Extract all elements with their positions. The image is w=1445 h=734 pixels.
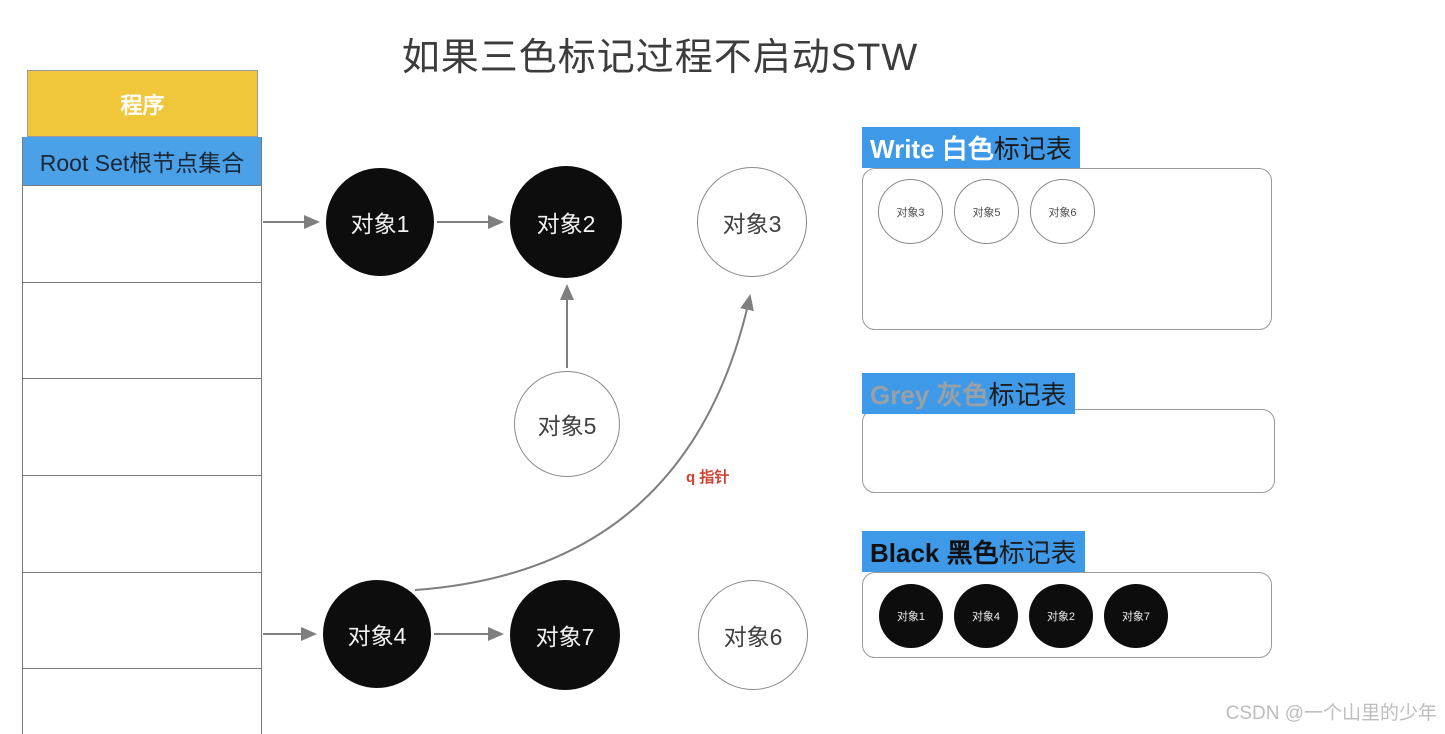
program-table: Root Set根节点集合 — [22, 137, 262, 734]
black-mark-table-label-suffix: 标记表 — [998, 538, 1077, 568]
black-mark-item-obj2: 对象2 — [1029, 584, 1093, 648]
table-row — [23, 668, 261, 734]
white-mark-table-label: Write 白色标记表 — [862, 127, 1080, 168]
black-mark-item-obj7: 对象7 — [1104, 584, 1168, 648]
csdn-watermark: CSDN @一个山里的少年 — [1225, 703, 1437, 724]
grey-mark-table-label-colored: Grey 灰色 — [870, 380, 989, 410]
graph-node-obj7: 对象7 — [510, 580, 620, 690]
table-row — [23, 475, 261, 572]
white-mark-table-label-colored: Write 白色 — [870, 134, 994, 164]
graph-node-obj3: 对象3 — [697, 167, 807, 277]
table-row — [23, 572, 261, 668]
graph-node-obj2: 对象2 — [510, 166, 622, 278]
grey-mark-table-label: Grey 灰色标记表 — [862, 373, 1075, 414]
page-title: 如果三色标记过程不启动STW — [401, 37, 919, 79]
black-mark-table-box: 对象1 对象4 对象2 对象7 — [862, 572, 1272, 658]
graph-node-obj5: 对象5 — [514, 371, 620, 477]
program-table-header: 程序 — [27, 70, 258, 137]
graph-node-obj6: 对象6 — [698, 580, 808, 690]
white-mark-table-label-suffix: 标记表 — [993, 134, 1072, 164]
graph-node-obj4: 对象4 — [323, 580, 431, 688]
root-set-row: Root Set根节点集合 — [23, 137, 261, 185]
black-mark-item-obj1: 对象1 — [879, 584, 943, 648]
black-mark-table-label-colored: Black 黑色 — [870, 538, 999, 568]
q-pointer-label: q 指针 — [686, 469, 730, 486]
white-mark-table-box: 对象3 对象5 对象6 — [862, 168, 1272, 330]
black-mark-table-label: Black 黑色标记表 — [862, 531, 1085, 572]
white-mark-item-obj3: 对象3 — [878, 179, 943, 244]
table-row — [23, 378, 261, 475]
white-mark-item-obj5: 对象5 — [954, 179, 1019, 244]
grey-mark-table-box — [862, 409, 1275, 493]
grey-mark-table-label-suffix: 标记表 — [988, 380, 1067, 410]
table-row — [23, 185, 261, 282]
black-mark-item-obj4: 对象4 — [954, 584, 1018, 648]
graph-node-obj1: 对象1 — [326, 168, 434, 276]
white-mark-item-obj6: 对象6 — [1030, 179, 1095, 244]
table-row — [23, 282, 261, 378]
